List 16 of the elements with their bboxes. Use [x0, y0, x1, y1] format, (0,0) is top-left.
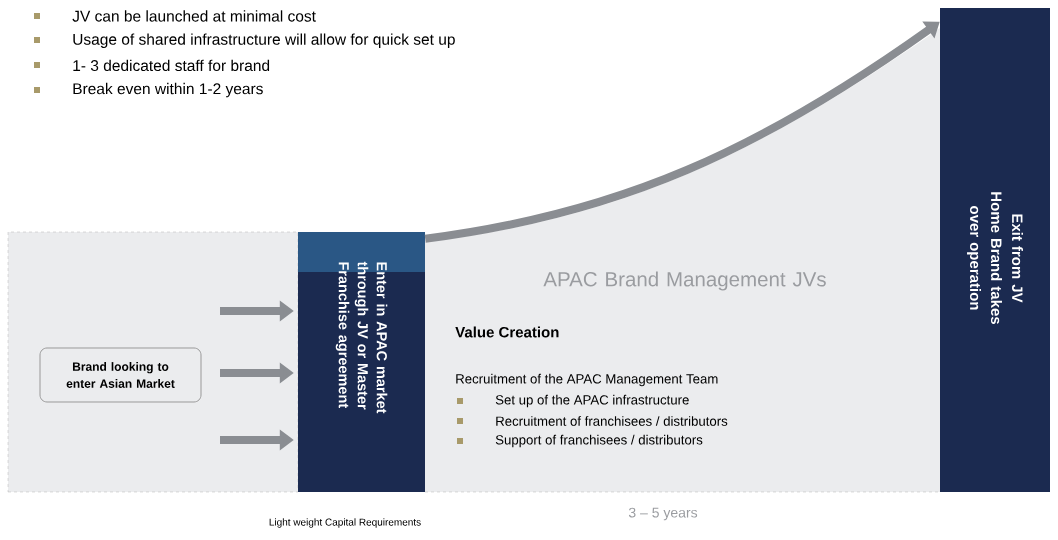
growth-arrow: [424, 21, 940, 243]
bullet-text: Recruitment of franchisees / distributors: [457, 416, 728, 426]
vertical-box: Exit from JV Home Brand takes over operation: [940, 8, 1050, 492]
bullet-text: Set up of the APAC infrastructure: [457, 394, 689, 408]
rounded-box: Brand looking to enter Asian Market: [39, 347, 202, 403]
bullet-text: JV can be launched at minimal cost: [34, 10, 316, 22]
bullet-text: Usage of shared infrastructure will allow for quick set up: [34, 33, 455, 48]
footnote-text: Light weight Capital Requirements: [269, 518, 421, 528]
bullet-text: Support of franchisees / distributors: [457, 434, 703, 448]
body-text: Recruitment of the APAC Management Team: [456, 373, 718, 387]
area-heading: APAC Brand Management JVs: [543, 271, 826, 291]
bullet-text: 1- 3 dedicated staff for brand: [34, 59, 270, 72]
duration-text: 3 – 5 years: [628, 507, 698, 521]
vertical-box: Enter in APAC market through JV or Master Franchise agreement: [298, 232, 425, 492]
section-heading: Value Creation: [455, 326, 559, 338]
bullet-text: Break even within 1-2 years: [34, 82, 263, 98]
